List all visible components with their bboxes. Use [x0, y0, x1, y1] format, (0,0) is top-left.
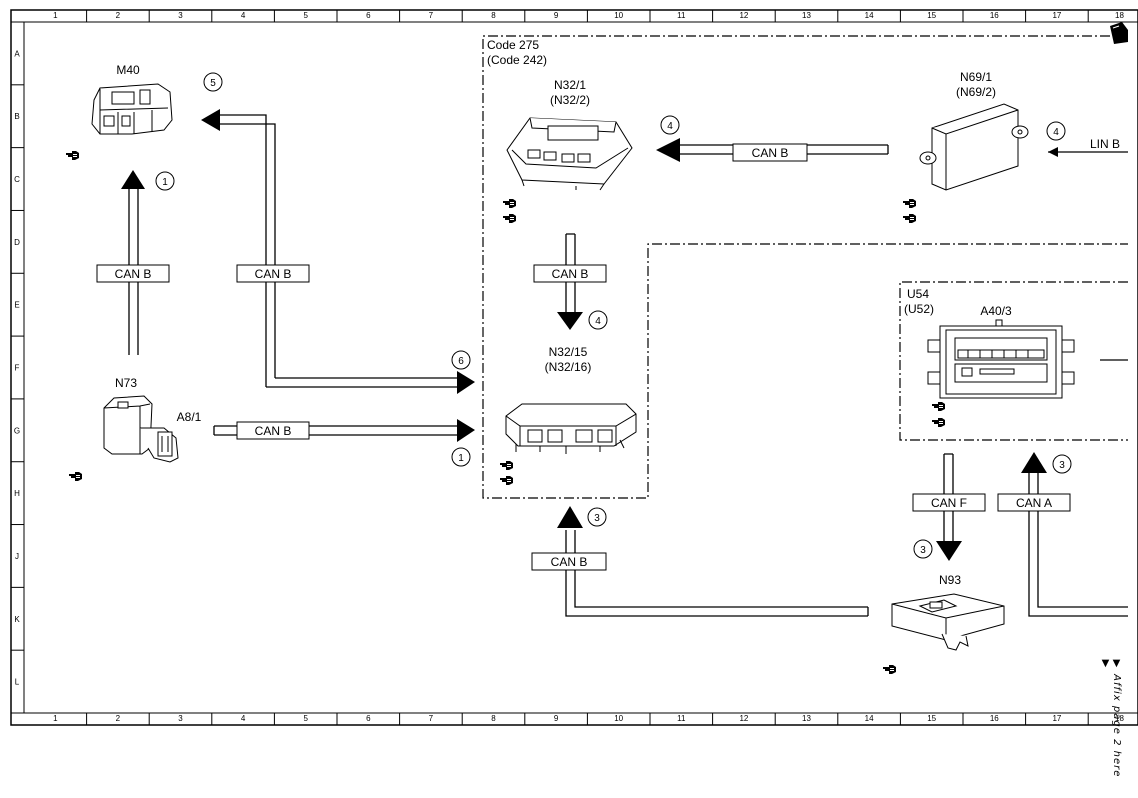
affix-page-note: ▼ Affix page 2 here ▼ [1100, 658, 1122, 778]
u54-label-2: (U52) [904, 302, 934, 316]
can-b-label: CAN B [752, 146, 789, 160]
m40-label: M40 [116, 63, 140, 77]
grid-column-number: 4 [241, 11, 246, 20]
grid-row-letter: B [14, 112, 19, 121]
grid-column-number: 10 [614, 714, 623, 723]
grid-row-letter: D [14, 238, 20, 247]
grid-column-number: 1 [53, 714, 58, 723]
grid-column-number: 2 [116, 714, 121, 723]
grid-row-labels: A B C D E F G H J K L [11, 49, 24, 687]
n32-1-label: N32/1 [554, 78, 586, 92]
grid-row-letter: H [14, 489, 20, 498]
grid-column-number: 18 [1115, 714, 1124, 723]
grid-column-number: 13 [802, 714, 811, 723]
grid-row-letter: E [14, 301, 19, 310]
can-b-label: CAN B [115, 267, 152, 281]
marker-number: 5 [210, 78, 216, 89]
grid-column-number: 5 [303, 714, 308, 723]
marker-number: 1 [458, 453, 464, 464]
marker-number: 4 [667, 121, 673, 132]
marker-number: 3 [920, 545, 926, 556]
arrowheads [121, 109, 1058, 561]
grid-column-number: 12 [739, 714, 748, 723]
n32-1-alt-label: (N32/2) [550, 93, 590, 107]
n73-label: N73 [115, 376, 137, 390]
can-b-label: CAN B [255, 267, 292, 281]
marker-number: 6 [458, 356, 464, 367]
a8-1-label: A8/1 [177, 410, 202, 424]
a40-3-label: A40/3 [980, 304, 1012, 318]
grid-column-number: 15 [927, 714, 936, 723]
grid-column-number: 18 [1115, 11, 1124, 20]
grid-row-letter: L [15, 678, 20, 687]
grid-column-number: 7 [429, 714, 434, 723]
marker-number: 4 [595, 316, 601, 327]
grid-column-number: 14 [865, 11, 874, 20]
frame [10, 9, 1138, 726]
grid-row-letter: F [15, 364, 20, 373]
n32-15-label: N32/15 [549, 345, 588, 359]
grid-column-number: 17 [1052, 11, 1061, 20]
grid-column-number: 16 [990, 11, 999, 20]
grid-row-letter: A [14, 49, 20, 58]
code-label-1: Code 275 [487, 38, 539, 52]
marker-number: 4 [1053, 127, 1059, 138]
grid-column-number: 12 [739, 11, 748, 20]
grid-column-number: 9 [554, 714, 559, 723]
n73-component [103, 395, 179, 463]
code-label-2: (Code 242) [487, 53, 547, 67]
grid-column-number: 4 [241, 714, 246, 723]
option-zones [482, 35, 1128, 499]
grid-row-letter: G [14, 426, 20, 435]
grid-column-number: 14 [865, 714, 874, 723]
n93-component [891, 593, 1005, 651]
grid-column-number: 8 [491, 714, 496, 723]
grid-column-number: 10 [614, 11, 623, 20]
bus-label-boxes [96, 143, 1071, 571]
grid-column-number: 13 [802, 11, 811, 20]
n32-15-alt-label: (N32/16) [545, 360, 592, 374]
grid-column-number: 1 [53, 11, 58, 20]
grid-row-letter: J [15, 552, 19, 561]
grid-column-number: 8 [491, 11, 496, 20]
can-b-label: CAN B [552, 267, 589, 281]
n69-1-alt-label: (N69/2) [956, 85, 996, 99]
grid-column-labels: 1122334455667788991010111112121313141415… [53, 10, 1124, 725]
grid-column-number: 6 [366, 11, 371, 20]
grid-row-letter: C [14, 175, 20, 184]
grid-column-number: 3 [178, 11, 183, 20]
grid-column-number: 9 [554, 11, 559, 20]
u54-label-1: U54 [907, 287, 929, 301]
grid-column-number: 2 [116, 11, 121, 20]
grid-column-number: 11 [677, 714, 686, 723]
can-f-label: CAN F [931, 496, 967, 510]
circle-markers [155, 72, 1072, 559]
can-b-label: CAN B [255, 424, 292, 438]
grid-column-number: 15 [927, 11, 936, 20]
grid-column-number: 3 [178, 714, 183, 723]
marker-number: 1 [162, 177, 168, 188]
can-b-label: CAN B [551, 555, 588, 569]
grid-row-letter: K [14, 615, 20, 624]
can-a-label: CAN A [1016, 496, 1052, 510]
m40-component [91, 83, 173, 135]
grid-column-number: 7 [429, 11, 434, 20]
lin-b-label: LIN B [1090, 137, 1120, 151]
grid-column-number: 6 [366, 714, 371, 723]
page-corner-icon [1110, 22, 1128, 44]
n32-1-component [506, 117, 633, 191]
n69-1-label: N69/1 [960, 70, 992, 84]
n32-15-component [505, 403, 637, 454]
grid-column-number: 16 [990, 714, 999, 723]
marker-number: 3 [1059, 460, 1065, 471]
n69-1-component [919, 103, 1029, 191]
n93-label: N93 [939, 573, 961, 587]
grid-column-number: 11 [677, 11, 686, 20]
grid-column-number: 5 [303, 11, 308, 20]
a40-3-component [927, 319, 1075, 399]
grid-column-number: 17 [1052, 714, 1061, 723]
marker-number: 3 [594, 513, 600, 524]
